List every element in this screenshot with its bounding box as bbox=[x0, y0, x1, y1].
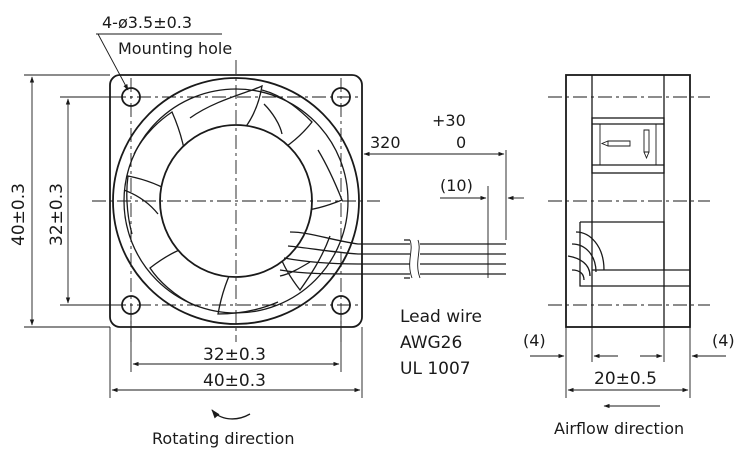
lead-wire-spec: Lead wire AWG26 UL 1007 bbox=[400, 307, 482, 379]
side-direction-icons bbox=[600, 129, 650, 160]
side-view: (4) (4) 20±0.5 Airflow direction bbox=[523, 74, 735, 438]
height-outer-label: 40±0.3 bbox=[9, 183, 29, 246]
strip-length-label: (10) bbox=[440, 176, 473, 195]
cable-length-label: 320 bbox=[370, 133, 401, 152]
cable-tolerance-plus-label: +30 bbox=[432, 111, 466, 130]
depth-label: 20±0.5 bbox=[594, 369, 657, 389]
rotating-direction-label: Rotating direction bbox=[152, 429, 294, 448]
rotation-arrow bbox=[211, 409, 251, 420]
airflow-direction-label: Airflow direction bbox=[554, 419, 684, 438]
wire-gauge-label: AWG26 bbox=[400, 333, 462, 353]
lead-wire-label: Lead wire bbox=[400, 307, 482, 327]
width-outer-dimension: 40±0.3 bbox=[109, 327, 363, 398]
height-inner-dimension: 32±0.3 bbox=[47, 96, 120, 306]
flange-left-label: (4) bbox=[523, 331, 546, 350]
flange-right-label: (4) bbox=[712, 331, 735, 350]
lead-wire bbox=[279, 231, 506, 279]
width-outer-label: 40±0.3 bbox=[203, 371, 266, 391]
mounting-hole-spec-label: 4-ø3.5±0.3 bbox=[102, 13, 192, 32]
strip-length-dimension: (10) bbox=[440, 176, 524, 240]
height-outer-dimension: 40±0.3 bbox=[9, 74, 110, 328]
cable-length-dimension: +30 320 0 bbox=[361, 111, 507, 240]
front-view: 4-ø3.5±0.3 Mounting hole 40±0.3 32±0.3 3… bbox=[9, 13, 506, 448]
mounting-hole-label: Mounting hole bbox=[118, 39, 232, 58]
wire-standard-label: UL 1007 bbox=[400, 359, 471, 379]
mounting-hole-callout: 4-ø3.5±0.3 Mounting hole bbox=[96, 13, 232, 91]
height-inner-label: 32±0.3 bbox=[47, 183, 67, 246]
cable-tolerance-minus-label: 0 bbox=[456, 133, 466, 152]
width-inner-dimension: 32±0.3 bbox=[130, 312, 342, 372]
width-inner-label: 32±0.3 bbox=[203, 345, 266, 365]
side-cable bbox=[567, 231, 605, 281]
